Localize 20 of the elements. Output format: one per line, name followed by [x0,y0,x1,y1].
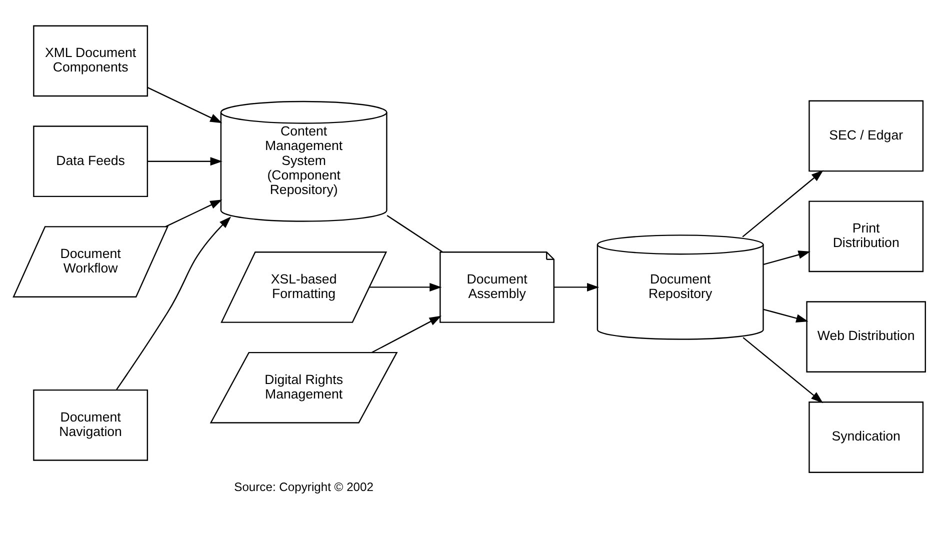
arrow [148,156,222,166]
node-box: Document Navigation [33,388,148,460]
connector [386,214,443,252]
arrow [116,216,232,390]
arrow [763,250,810,265]
arrow [371,315,442,353]
label: Source: Copyright © 2002 [234,480,374,494]
node-box: Data Feeds [33,125,148,197]
arrow [147,86,222,123]
node-box: Print Distribution [808,200,924,272]
arrow [742,336,824,403]
arrow [742,170,824,237]
arrow [165,199,222,227]
arrow [370,282,442,291]
node-box: Web Distribution [806,300,926,372]
node-box: XML Document Components [33,24,148,96]
node-box: SEC / Edgar [808,100,924,172]
arrow [763,308,808,322]
node-box: Syndication [808,401,924,472]
arrow [554,282,600,291]
